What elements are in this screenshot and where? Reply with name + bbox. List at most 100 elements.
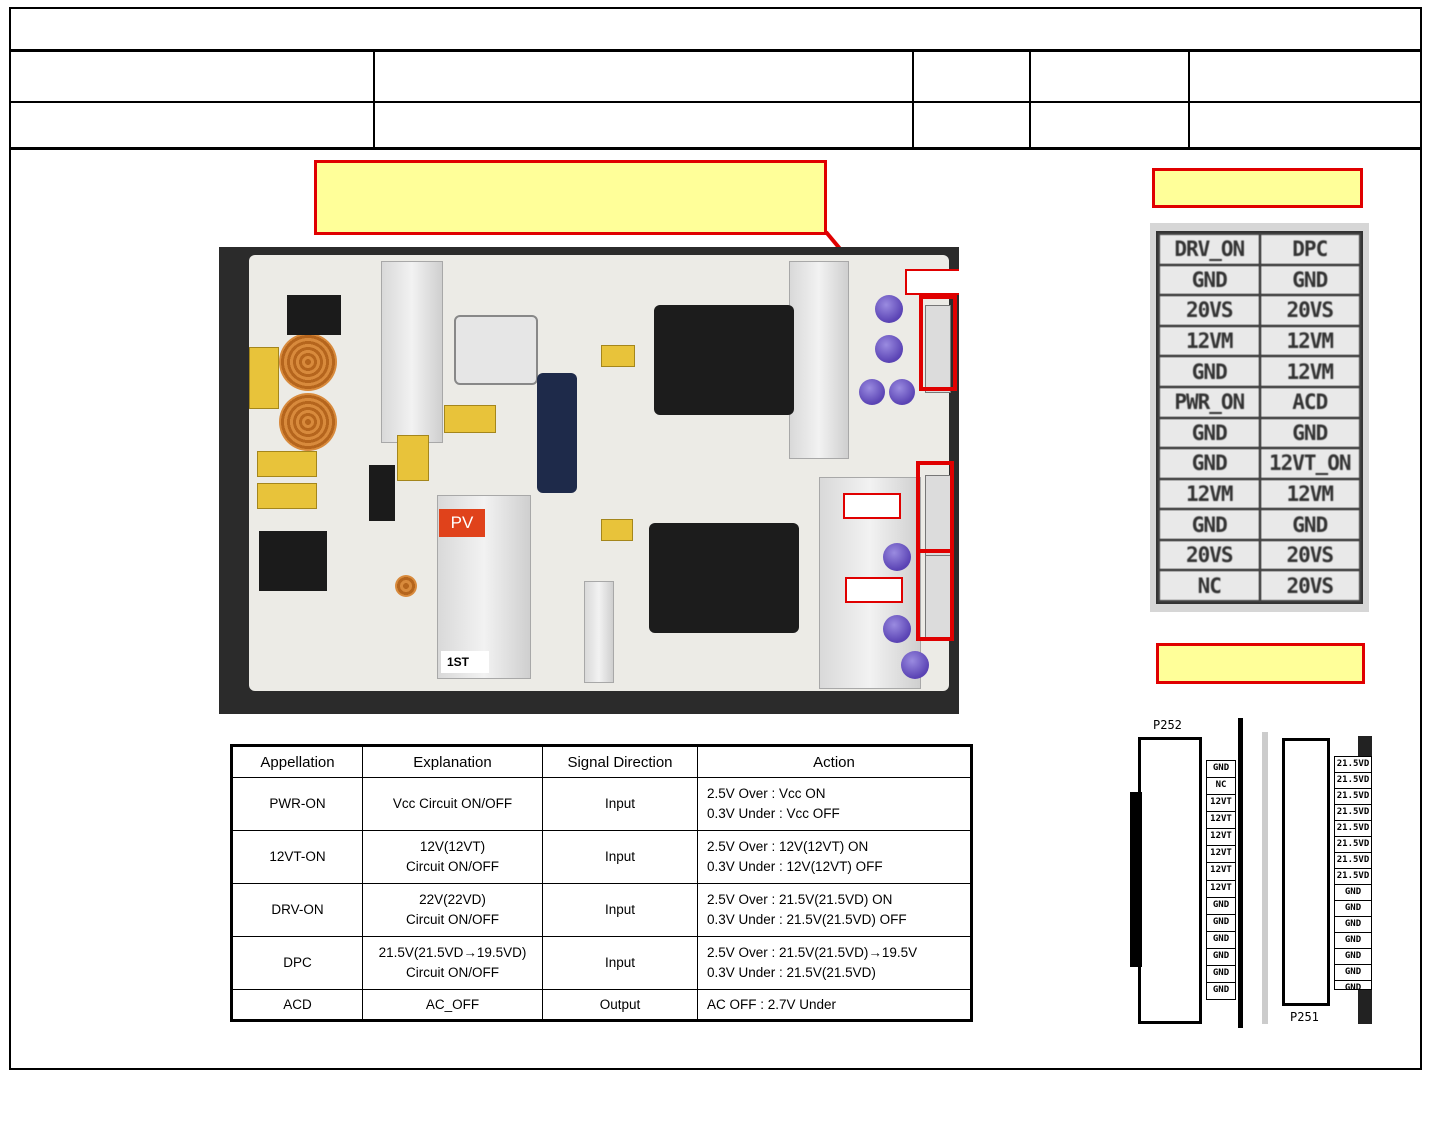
output-capacitor-6 [883, 615, 911, 643]
pin-cell: 20VS [1258, 294, 1361, 327]
explanation-line: Vcc Circuit ON/OFF [392, 796, 513, 812]
x-capacitor-2 [257, 451, 317, 477]
action-line: 0.3V Under : 12V(12VT) OFF [707, 859, 883, 875]
pin-label: GND [1335, 933, 1371, 949]
tag-connector-middle [843, 493, 901, 519]
pin-label: 12VT [1207, 846, 1235, 864]
pin-label: 12VT [1207, 795, 1235, 813]
action-line: 2.5V Over : 21.5V(21.5VD)→19.5V [707, 945, 918, 961]
pin-label: GND [1207, 932, 1235, 949]
signal-table: Appellation Explanation Signal Direction… [230, 744, 973, 1022]
transformer-1 [654, 305, 794, 415]
ac-inlet [259, 531, 327, 591]
cell-direction: Input [542, 936, 698, 991]
pin-label: GND [1212, 985, 1230, 996]
page-frame [9, 7, 1422, 1070]
p252-housing [1138, 737, 1202, 1024]
cell-appellation: ACD [231, 989, 363, 1021]
header-action: Action [697, 745, 972, 778]
cell-direction: Output [542, 989, 698, 1021]
signal-table-header: Appellation Explanation Signal Direction… [231, 745, 972, 778]
pin-label: 21.5VD [1335, 821, 1371, 837]
pin-cell: GND [1158, 508, 1261, 541]
heatsink-small [584, 581, 614, 683]
header-col-divider-1 [373, 51, 375, 148]
output-capacitor-1 [875, 295, 903, 323]
pin-cell: ACD [1258, 385, 1361, 419]
table-row: DPC 21.5V(21.5VD→19.5VD)Circuit ON/OFF I… [231, 936, 972, 991]
first-label: 1ST [441, 651, 489, 673]
pin-table-callout-box [1152, 168, 1363, 208]
cell-appellation: DPC [231, 936, 363, 991]
connector-callout-box [1156, 643, 1365, 684]
transformer-standby [454, 315, 538, 385]
pin-label: 12VT [1207, 881, 1235, 898]
x-capacitor-1 [249, 347, 279, 409]
header-col-divider-2 [912, 51, 914, 148]
pin-label: GND [1335, 901, 1371, 917]
pin-cell: 20VS [1158, 538, 1261, 572]
header-col-divider-3 [1029, 51, 1031, 148]
relay [287, 295, 341, 335]
pin-cell: 12VM [1158, 477, 1261, 511]
output-capacitor-2 [875, 335, 903, 363]
pin-cell: 20VS [1158, 294, 1261, 327]
board-callout-box [314, 160, 827, 235]
action-line: AC OFF : 2.7V Under [707, 996, 837, 1012]
header-divider-3 [9, 147, 1422, 150]
explanation-line: 22V(22VD) [419, 892, 486, 908]
action-line: 0.3V Under : 21.5V(21.5VD) [707, 965, 876, 981]
explanation-line: 12V(12VT) [419, 839, 486, 855]
x-capacitor-3 [257, 483, 317, 509]
cell-direction: Input [542, 883, 698, 938]
pin-label: 21.5VD [1335, 805, 1371, 821]
pin-cell: 12VM [1258, 477, 1361, 511]
cell-direction: Input [542, 776, 698, 832]
output-capacitor-3 [859, 379, 885, 405]
heatsink-left [381, 261, 443, 443]
table-row: 12VT-ON 12V(12VT)Circuit ON/OFF Input 2.… [231, 830, 972, 885]
cell-explanation: Vcc Circuit ON/OFF [362, 776, 543, 832]
connector-name-p252: P252 [1153, 718, 1182, 732]
output-capacitor-5 [883, 543, 911, 571]
cell-explanation: AC_OFF [362, 989, 543, 1021]
pin-cell: GND [1158, 416, 1261, 450]
header-explanation: Explanation [362, 745, 543, 778]
explanation-line: Circuit ON/OFF [406, 912, 499, 928]
pin-label: 12VT [1207, 812, 1235, 830]
bridge-rectifier [369, 465, 395, 521]
line-filter-coil-1 [279, 333, 337, 391]
pin-cell: 12VM [1258, 355, 1361, 388]
pin-label: GND [1335, 885, 1371, 901]
explanation-line: Circuit ON/OFF [406, 965, 499, 981]
pin-cell: GND [1258, 508, 1361, 541]
pin-label: 21.5VD [1335, 837, 1371, 853]
pin-label: 21.5VD [1335, 757, 1371, 773]
explanation-line: AC_OFF [425, 996, 480, 1012]
pin-label: GND [1335, 917, 1371, 933]
cell-explanation: 21.5V(21.5VD→19.5VD)Circuit ON/OFF [362, 936, 543, 991]
pin-label: 12VT [1207, 829, 1235, 847]
pin-label: GND [1207, 949, 1235, 966]
pin-label: GND [1344, 983, 1362, 993]
pin-cell: GND [1158, 263, 1261, 297]
cell-explanation: 12V(12VT)Circuit ON/OFF [362, 830, 543, 885]
x-capacitor-5 [444, 405, 496, 433]
pin-cell: DPC [1258, 233, 1361, 266]
pin-label: GND [1335, 949, 1371, 965]
pin-cell: 12VM [1158, 324, 1261, 358]
action-line: 0.3V Under : Vcc OFF [707, 806, 840, 822]
header-divider-1 [9, 49, 1422, 52]
power-board-photo: PV 1ST [219, 247, 959, 714]
cell-direction: Input [542, 830, 698, 885]
x-capacitor-4 [397, 435, 429, 481]
header-appellation: Appellation [231, 745, 363, 778]
p251-housing [1282, 738, 1330, 1006]
pin-cell: 12VM [1258, 324, 1361, 358]
pin-cell: 20VS [1258, 538, 1361, 572]
